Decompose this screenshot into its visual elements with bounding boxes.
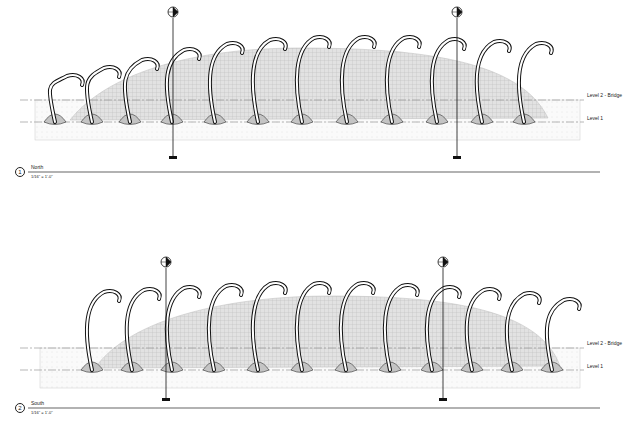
rib [253, 39, 286, 122]
rib [519, 43, 552, 122]
view-name: North [30, 165, 44, 170]
rib-outline [167, 287, 200, 370]
rib-outline [432, 39, 465, 122]
rib [342, 37, 375, 122]
section-marker [452, 7, 462, 17]
rib-outline [467, 289, 500, 370]
rib-outline [297, 37, 330, 122]
section-marker [438, 257, 448, 267]
rib [297, 37, 330, 122]
section-line [173, 18, 174, 158]
rib [341, 283, 374, 370]
rib-outline [342, 37, 375, 122]
view-number: 2 [15, 403, 25, 413]
rib-outline [519, 43, 552, 122]
elevation-view [20, 257, 600, 408]
rib-outline [253, 283, 286, 370]
rib-outline [477, 41, 510, 122]
rib [87, 67, 120, 122]
rib [87, 291, 120, 370]
rib-outline [547, 299, 580, 370]
rib-outline [297, 283, 330, 370]
rib [125, 59, 158, 122]
rib-outline [87, 291, 120, 370]
rib-outline [209, 285, 242, 370]
rib [432, 39, 465, 122]
view-name: South [30, 401, 45, 406]
section-line [443, 268, 444, 400]
title-line [28, 172, 600, 173]
level-name: Level 1 [586, 364, 604, 369]
section-tick [453, 156, 461, 159]
scale-note: 1/16" = 1'-0" [30, 175, 54, 179]
section-arrow [161, 257, 171, 267]
rib [50, 75, 83, 122]
rib [385, 285, 418, 370]
view-number-text: 2 [18, 405, 21, 411]
rib-outline [387, 37, 420, 122]
section-arrow [452, 7, 462, 17]
rib [507, 293, 540, 370]
level-name: Level 2 - Bridge [586, 341, 623, 346]
section-marker [161, 257, 171, 267]
elevation-view [20, 7, 600, 172]
rib-outline [125, 59, 158, 122]
rib [253, 283, 286, 370]
view-number: 1 [15, 167, 25, 177]
rib-outline [167, 49, 200, 122]
section-tick [162, 398, 170, 401]
rib [477, 41, 510, 122]
rib-outline [87, 67, 120, 122]
section-tick [169, 156, 177, 159]
rib [167, 287, 200, 370]
rib-outline [210, 43, 243, 122]
rib [467, 289, 500, 370]
rib [167, 49, 200, 122]
section-line [457, 18, 458, 158]
section-marker [168, 7, 178, 17]
section-arrow [168, 7, 178, 17]
level-name: Level 2 - Bridge [586, 93, 623, 98]
title-line [28, 408, 600, 409]
rib-outline [50, 75, 83, 122]
section-tick [439, 398, 447, 401]
rib [547, 299, 580, 370]
rib [127, 289, 160, 370]
section-arrow [438, 257, 448, 267]
rib [297, 283, 330, 370]
level-line [20, 100, 584, 101]
scale-note: 1/16" = 1'-0" [30, 411, 54, 415]
rib [209, 285, 242, 370]
roof-shell [95, 296, 560, 368]
rib-outline [385, 285, 418, 370]
level-name: Level 1 [586, 116, 604, 121]
rib [387, 37, 420, 122]
rib [210, 43, 243, 122]
rib-outline [507, 293, 540, 370]
view-number-text: 1 [18, 169, 21, 175]
rib-outline [127, 289, 160, 370]
section-line [166, 268, 167, 400]
level-line [20, 348, 584, 349]
rib-outline [341, 283, 374, 370]
rib-outline [253, 39, 286, 122]
